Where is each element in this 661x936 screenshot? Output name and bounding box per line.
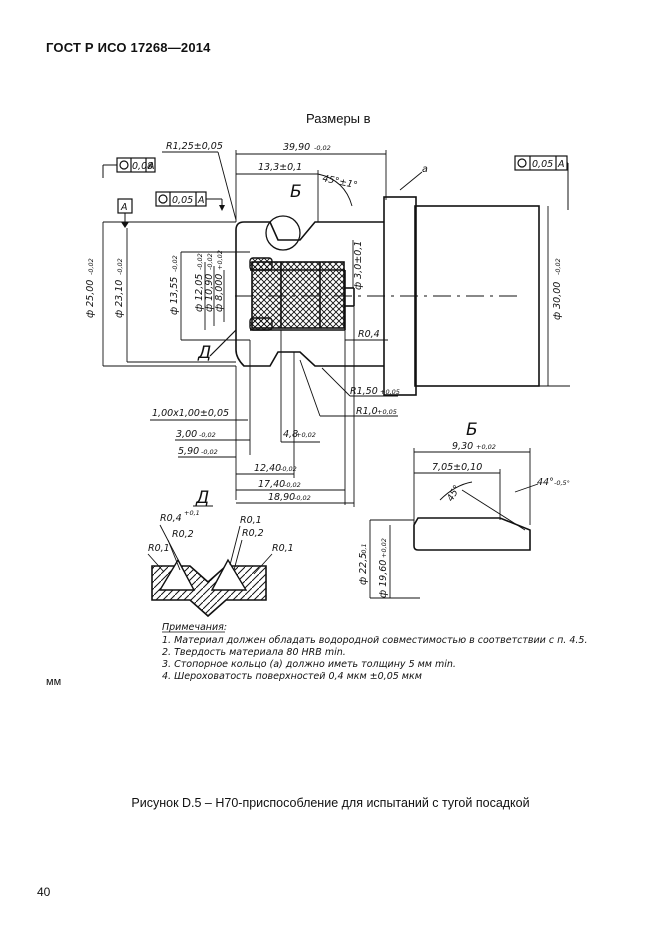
tolerance-datum: A: [147, 161, 155, 172]
svg-text:+0,02: +0,02: [216, 250, 224, 270]
units-mm-label: мм: [46, 676, 62, 688]
tolerance-frame-1: 0,08 A: [102, 157, 156, 178]
dim-48: 4,8: [283, 429, 298, 440]
dim-590: 5,90: [178, 446, 199, 457]
dim-d-r04: R0,4: [160, 513, 182, 524]
svg-text:-0,02: -0,02: [196, 253, 204, 270]
seal-cross-hatch: [249, 257, 345, 331]
svg-text:+0,1: +0,1: [184, 509, 200, 517]
svg-text:-0,02: -0,02: [199, 431, 216, 439]
tolerance-value: 0,05: [532, 159, 553, 170]
label-a: a: [422, 164, 428, 175]
tolerance-datum: A: [557, 159, 565, 170]
dim-d1090: ф 10,90: [204, 274, 215, 312]
dim-3990: 39,90: [283, 142, 310, 153]
dim-d8: ф 8,000: [214, 274, 225, 312]
svg-text:-0,02: -0,02: [201, 448, 218, 456]
svg-text:+0,02: +0,02: [380, 538, 388, 558]
svg-text:-0,02: -0,02: [294, 494, 311, 502]
figure-caption: Рисунок D.5 – Н70-приспособление для исп…: [131, 796, 530, 810]
dim-1740: 17,40: [258, 479, 285, 490]
dim-r125: R1,25±0,05: [166, 141, 223, 152]
detail-b-title: Б: [466, 420, 478, 440]
svg-text:-0,02: -0,02: [87, 258, 95, 275]
view-d-label: Д: [197, 343, 211, 363]
dim-930: 9,30: [452, 441, 473, 452]
datum-a-marker: A: [117, 198, 133, 228]
dim-angle44: 44°: [537, 477, 554, 488]
note-item: 1. Материал должен обладать водородной с…: [162, 635, 587, 646]
dim-r04: R0,4: [358, 329, 380, 340]
tolerance-frame-2: 0,05 A: [155, 191, 225, 211]
dim-d225: ф 22,5: [358, 553, 369, 585]
dim-133: 13,3±0,1: [258, 162, 302, 173]
dim-r10: R1,0: [356, 406, 378, 417]
dim-705: 7,05±0,10: [432, 462, 482, 473]
dim-d30: ф 30,00: [552, 282, 563, 320]
svg-text:-0,1: -0,1: [360, 543, 368, 556]
note-item: 2. Твердость материала 80 HRB min.: [162, 647, 346, 658]
dim-r150: R1,50: [350, 386, 378, 397]
svg-text:-0,02: -0,02: [554, 258, 562, 275]
dim-d-r01c: R0,1: [272, 543, 294, 554]
page-number: 40: [37, 885, 51, 899]
svg-text:+0,05: +0,05: [380, 388, 400, 396]
tolerance-value: 0,08: [132, 161, 153, 172]
dimensions-units-label: Размеры в: [306, 111, 371, 126]
dim-1240: 12,40: [254, 463, 281, 474]
svg-text:-0,02: -0,02: [116, 258, 124, 275]
svg-text:-0,02: -0,02: [280, 465, 297, 473]
tolerance-datum: A: [197, 195, 205, 206]
svg-text:-0,02: -0,02: [284, 481, 301, 489]
dim-d1205: ф 12,05: [194, 274, 205, 312]
dim-d2310: ф 23,10: [114, 280, 125, 318]
dim-d-r01b: R0,1: [240, 515, 262, 526]
svg-text:-0,02: -0,02: [171, 255, 179, 272]
dim-d1355: ф 13,55: [169, 277, 180, 315]
notes-title: Примечания:: [162, 622, 227, 633]
datum-letter: A: [120, 202, 128, 213]
svg-text:-0,5°: -0,5°: [554, 479, 570, 487]
note-item: 3. Стопорное кольцо (а) должно иметь тол…: [162, 659, 456, 670]
detail-d-title: Д: [195, 488, 209, 508]
document-header: ГОСТ Р ИСО 17268—2014: [46, 40, 211, 55]
dim-angle45: 45°±1°: [321, 173, 358, 191]
svg-text:-0,02: -0,02: [206, 253, 214, 270]
tolerance-value: 0,05: [172, 195, 193, 206]
note-item: 4. Шероховатость поверхностей 0,4 мкм ±0…: [162, 671, 422, 682]
svg-text:-0,02: -0,02: [314, 144, 331, 152]
view-b-label: Б: [290, 182, 302, 202]
drawing-notes: Примечания: 1. Материал должен обладать …: [162, 622, 587, 682]
dim-1890: 18,90: [268, 492, 295, 503]
dim-d-r01a: R0,1: [148, 543, 170, 554]
dim-d-r02b: R0,2: [242, 528, 264, 539]
dim-chamfer: 1,00x1,00±0,05: [152, 408, 229, 419]
svg-text:+0,02: +0,02: [476, 443, 496, 451]
svg-text:+0,05: +0,05: [377, 408, 397, 416]
dim-d3: ф 3,0±0,1: [353, 241, 364, 290]
dim-d25: ф 25,00: [85, 280, 96, 318]
detail-d-view: Д R0,4 +0,1 R0,2 R0,1 R0,1 R0,2 R0,1: [147, 488, 294, 618]
svg-text:+0,02: +0,02: [296, 431, 316, 439]
dim-d1960: ф 19,60: [378, 560, 389, 598]
detail-b-view: Б 9,30 +0,02 7,05±0,10 44° -0,5° 45° ф 2…: [358, 420, 570, 599]
dim-300: 3,00: [176, 429, 197, 440]
dim-d-r02a: R0,2: [172, 529, 194, 540]
detail-b-callout: [265, 215, 301, 251]
dim-angle45-b: 45°: [445, 483, 463, 503]
tolerance-frame-3: 0,05 A: [514, 155, 569, 210]
